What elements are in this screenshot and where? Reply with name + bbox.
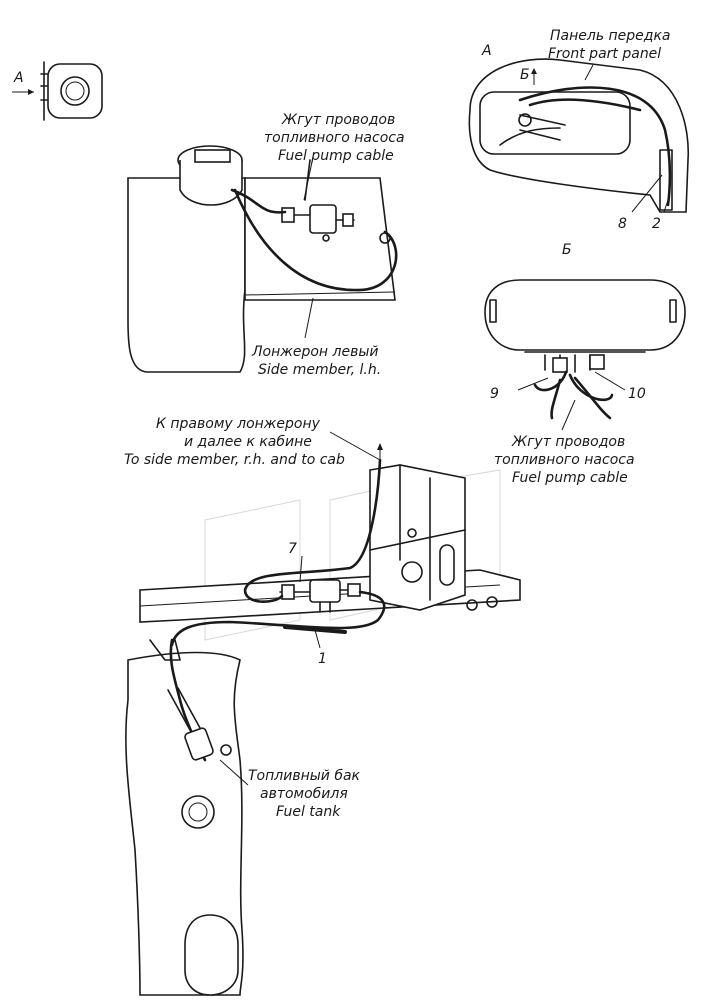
side-member-lh-ru: Лонжерон левый: [251, 344, 379, 360]
view-b-panel: [484, 279, 686, 351]
bottom-filler-cap: [184, 914, 239, 996]
drain-plug: [181, 795, 215, 829]
view-b-arrow-letter: Б: [520, 67, 530, 83]
pump-cable-top-en: Fuel pump cable: [278, 148, 394, 164]
fuel-tank-en: Fuel tank: [276, 804, 341, 820]
filler-cap-plate: [47, 63, 103, 119]
pump-cable-route: [243, 458, 382, 603]
view-a-inset: А: [12, 61, 103, 121]
mounting-bracket: [369, 464, 466, 611]
ref-9: 9: [490, 386, 499, 402]
side-member-lh-en: Side member, l.h.: [258, 362, 381, 378]
ref-8: 8: [618, 216, 627, 232]
fuel-tank-ru1: Топливный бак: [248, 768, 361, 784]
to-rh-en: To side member, r.h. and to cab: [124, 452, 345, 468]
ref-2: 2: [652, 216, 661, 232]
front-panel-en: Front part panel: [548, 46, 661, 62]
view-a-cable: [518, 86, 672, 207]
front-panel-ru: Панель передка: [550, 28, 671, 44]
ref-7: 7: [288, 541, 297, 557]
upper-fuel-pump: [309, 204, 337, 234]
fuel-level-sender: [184, 727, 214, 761]
view-a-letter: А: [481, 43, 492, 59]
pump-cable-b-en: Fuel pump cable: [512, 470, 628, 486]
view-a-inset-letter: А: [13, 70, 24, 86]
to-rh-ru1: К правому лонжерону: [156, 416, 321, 432]
upper-cable: [230, 188, 287, 214]
ref-10: 10: [628, 386, 646, 402]
lower-assembly: [139, 443, 521, 649]
fuel-tank-ru2: автомобиля: [260, 786, 348, 802]
pump-cable-b-ru1: Жгут проводов: [511, 434, 625, 450]
lower-fuel-tank: [125, 638, 249, 996]
pump-cable-top-ru1: Жгут проводов: [281, 112, 395, 128]
cable-to-tank: [170, 590, 386, 647]
fuel-pump: [309, 579, 341, 603]
upper-view: [127, 145, 398, 373]
upper-fuel-tank: [127, 177, 246, 373]
view-b-detail: [484, 279, 686, 431]
pump-cable-b-ru2: топливного насоса: [494, 452, 635, 468]
ref-1: 1: [318, 651, 327, 667]
pump-cable-top-ru2: топливного насоса: [264, 130, 405, 146]
to-rh-ru2: и далее к кабине: [184, 434, 312, 450]
view-b-letter: Б: [562, 242, 572, 258]
upper-side-member: [244, 177, 396, 301]
view-b-cable: [533, 370, 568, 392]
view-a-detail: А: [468, 43, 690, 213]
